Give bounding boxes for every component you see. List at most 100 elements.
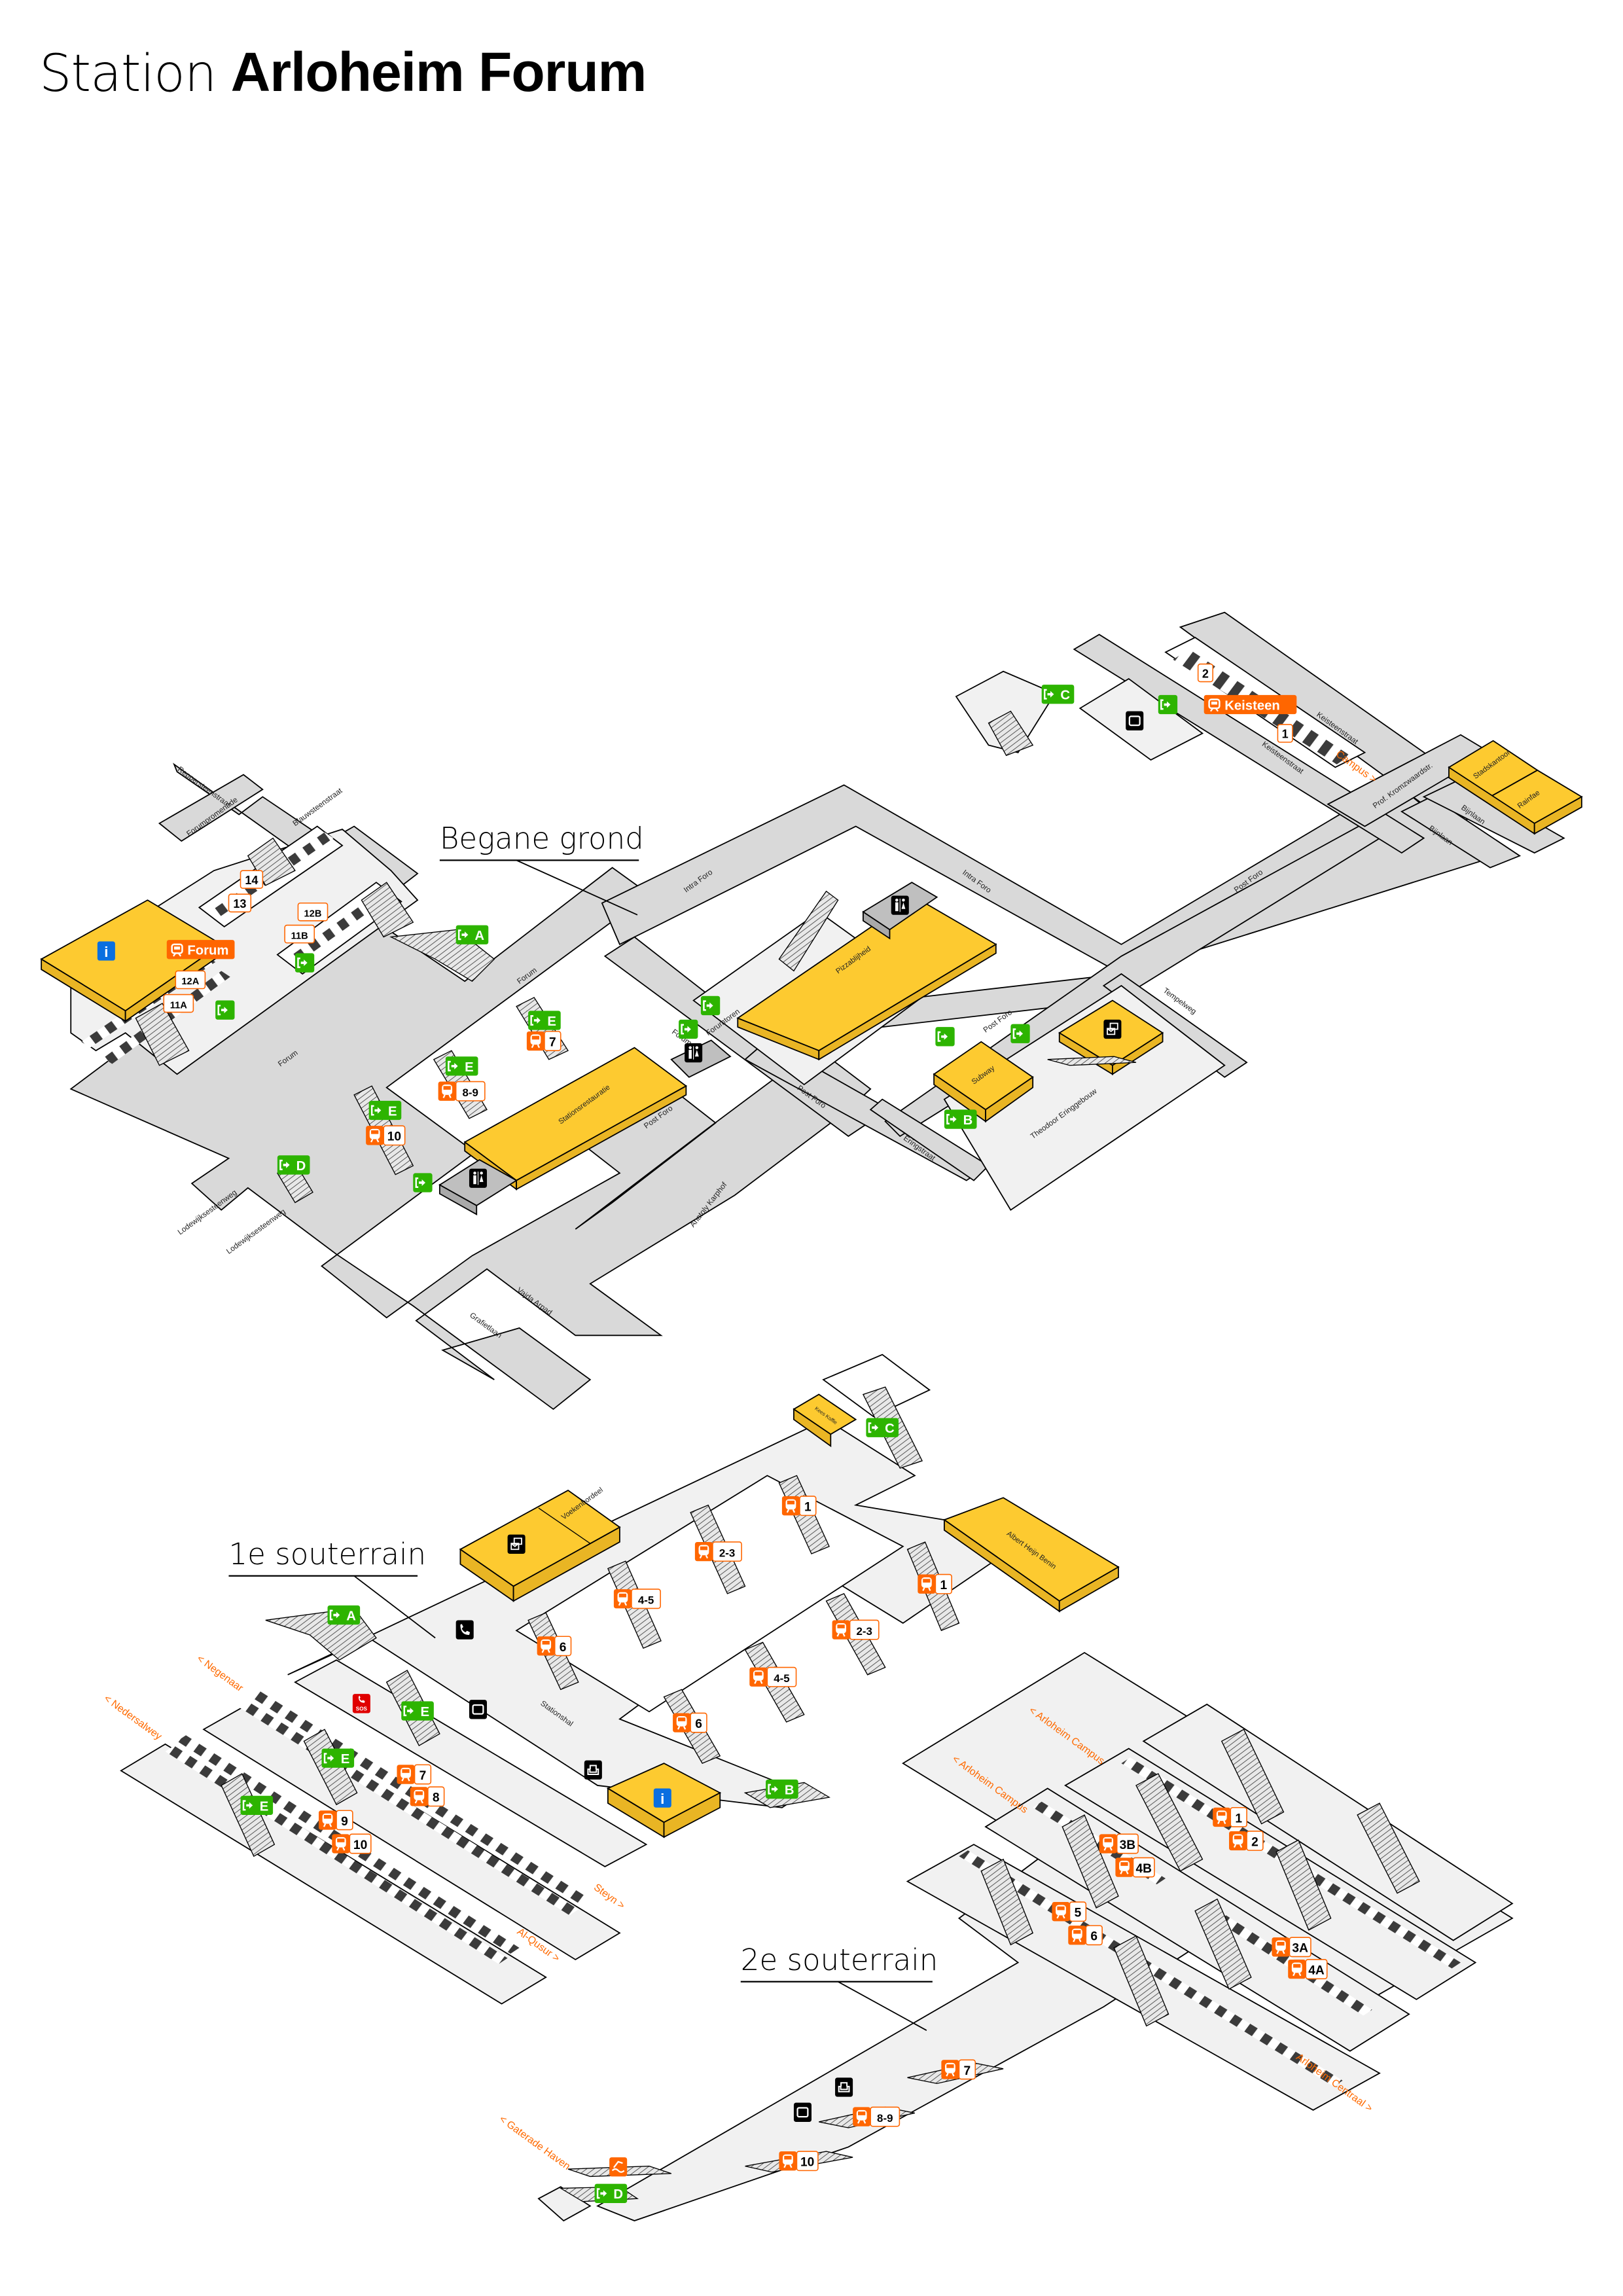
train-legs-icon — [173, 952, 182, 957]
platform-badge — [240, 870, 264, 889]
exit-sign[interactable]: E — [240, 1795, 274, 1816]
bay-label: 3B — [1120, 1839, 1136, 1852]
bus-window-icon — [784, 2155, 792, 2160]
transit-bay-sign[interactable]: 4-5 — [613, 1588, 661, 1609]
transit-bay-sign[interactable]: 2 — [1229, 1831, 1264, 1851]
exit-sign[interactable]: C — [1041, 685, 1075, 704]
bus-window-icon — [415, 1791, 423, 1795]
bay-badge — [796, 2151, 819, 2172]
armchair-glyph — [838, 2082, 850, 2092]
stairs-2e-8 — [1357, 1803, 1420, 1894]
transit-bay-sign[interactable]: 5 — [1052, 1901, 1087, 1922]
station-name: Arloheim Forum — [230, 41, 647, 103]
exit-sign[interactable] — [700, 996, 721, 1016]
exit-sign[interactable]: C — [866, 1418, 899, 1437]
exit-badge — [594, 2183, 628, 2203]
female-icon — [480, 1172, 483, 1175]
exit-sign[interactable] — [215, 1000, 235, 1020]
exit-arrow-icon — [419, 1179, 425, 1186]
transit-bay-sign[interactable]: 7 — [526, 1031, 562, 1051]
bay-label: 3A — [1292, 1942, 1308, 1956]
transit-bay-sign[interactable]: 6 — [537, 1636, 572, 1657]
exit-sign[interactable] — [294, 953, 315, 973]
exit-sign[interactable]: A — [455, 925, 489, 944]
transit-bay-sign[interactable]: 9 — [318, 1810, 353, 1831]
wc-block-north-side — [863, 910, 891, 940]
exit-door-icon — [329, 1609, 333, 1621]
transit-bay-sign[interactable]: 8-9 — [438, 1081, 486, 1102]
exit-badge — [766, 1779, 798, 1799]
transit-bay-sign[interactable]: 10 — [332, 1833, 372, 1854]
transit-bay-sign[interactable]: 2-3 — [694, 1541, 742, 1562]
exit-sign[interactable] — [1158, 694, 1178, 715]
transit-bay-sign[interactable]: 4-5 — [749, 1666, 797, 1687]
transit-bay-sign[interactable]: 4A — [1288, 1959, 1328, 1980]
bus-legs-icon — [414, 1799, 423, 1804]
transit-bay-sign[interactable]: 1 — [781, 1496, 817, 1516]
exit-sign[interactable]: E — [368, 1100, 402, 1121]
direction-steyn: Steyn > — [592, 1882, 627, 1911]
platform-label: 13 — [233, 897, 246, 910]
transit-bay-sign[interactable]: 7 — [397, 1764, 432, 1785]
bay-label: 1 — [1235, 1812, 1242, 1825]
stop-badge — [1204, 694, 1297, 715]
exit-sign[interactable]: B — [944, 1109, 977, 1129]
exit-sign[interactable] — [413, 1173, 433, 1193]
platform-9-10 — [120, 1743, 547, 2005]
stop-sign[interactable]: Keisteen — [1204, 694, 1297, 715]
transit-bay-sign[interactable]: 4B — [1115, 1857, 1155, 1878]
transit-bay-sign[interactable]: 1 — [918, 1573, 952, 1594]
direction-gaterade-haven: < Gaterade Haven — [497, 2113, 573, 2172]
exit-letter: E — [465, 1060, 474, 1075]
bus-legs-icon — [1217, 1820, 1226, 1825]
bus-legs-icon — [754, 1680, 763, 1684]
transit-bay-sign[interactable]: 3A — [1272, 1937, 1311, 1958]
exit-badge — [455, 925, 489, 944]
bus-window-icon — [858, 2111, 866, 2115]
post-icon — [507, 1534, 526, 1554]
platform-label: 12A — [181, 977, 199, 987]
transit-bay-sign[interactable]: 7 — [941, 2059, 976, 2080]
transit-bay-sign[interactable]: 10 — [779, 2151, 819, 2172]
transit-bay-sign[interactable]: 2-3 — [832, 1619, 880, 1640]
stairs-2e-1 — [980, 1858, 1034, 1946]
exit-arrow-icon — [1164, 701, 1171, 708]
platform-badge — [175, 970, 206, 990]
exit-arrow-icon — [327, 1755, 334, 1762]
post-shop-side-2 — [1112, 1031, 1164, 1075]
phone-icon — [455, 1620, 474, 1640]
stairs-2e-6 — [1194, 1898, 1252, 1990]
stop-name: Keisteen — [1224, 698, 1280, 713]
exit-arrow-icon — [872, 1424, 879, 1431]
bus-legs-icon — [922, 1587, 931, 1591]
exit-sign[interactable]: D — [594, 2183, 628, 2203]
direction-nedersalwey: < Nedersalwey — [101, 1693, 164, 1742]
female-body-icon — [901, 902, 906, 909]
exit-sign[interactable]: B — [766, 1779, 798, 1799]
transit-bay-sign[interactable]: 10 — [366, 1125, 406, 1146]
exit-sign[interactable]: D — [277, 1155, 310, 1175]
stop-sign[interactable]: Forum — [166, 940, 235, 960]
female-icon — [902, 898, 905, 902]
transit-bay-sign[interactable]: 1 — [1213, 1806, 1247, 1827]
transit-bay-sign[interactable]: 6 — [1068, 1925, 1103, 1946]
transit-bay-sign[interactable]: 8 — [410, 1786, 445, 1807]
exit-sign[interactable] — [1010, 1024, 1030, 1043]
exit-sign[interactable] — [679, 1019, 698, 1039]
transit-bay-sign[interactable]: 8-9 — [853, 2106, 901, 2127]
exit-sign[interactable]: A — [327, 1605, 361, 1625]
exit-sign[interactable]: E — [401, 1701, 434, 1721]
exit-sign[interactable]: E — [445, 1056, 478, 1076]
bay-badge — [958, 2059, 976, 2080]
exit-sign[interactable]: E — [321, 1748, 355, 1768]
exit-sign[interactable]: E — [528, 1011, 561, 1030]
platform-east — [294, 1659, 648, 1867]
exit-arrow-icon — [1047, 691, 1054, 698]
exit-letter: E — [341, 1752, 350, 1767]
bijnlaan-road-2 — [1422, 778, 1565, 854]
bus-window-icon — [443, 1086, 451, 1090]
transit-bay-sign[interactable]: 3B — [1099, 1833, 1139, 1854]
transit-bay-sign[interactable]: 6 — [673, 1712, 707, 1733]
exit-sign[interactable] — [935, 1027, 955, 1047]
exit-door-icon — [937, 1031, 941, 1042]
